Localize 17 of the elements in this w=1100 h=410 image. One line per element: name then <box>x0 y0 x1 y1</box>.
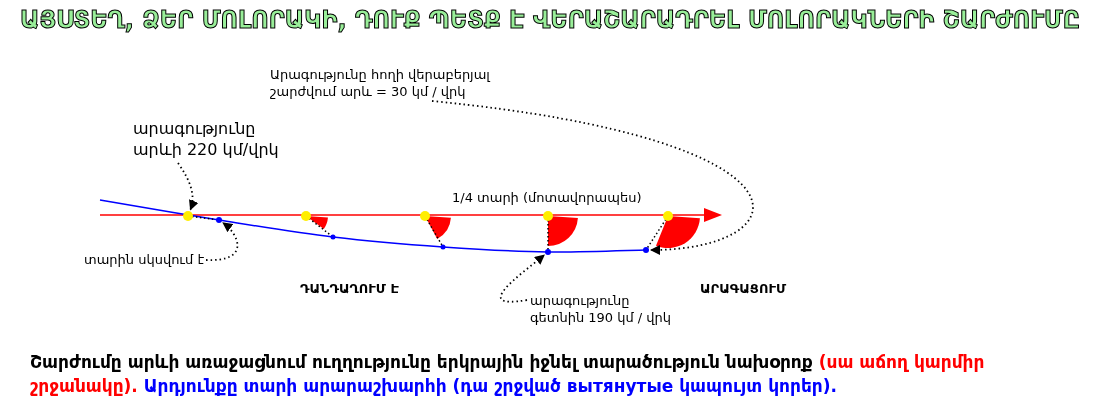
leader-line <box>431 100 754 255</box>
annotation-text: տարին սկսվում է <box>84 251 205 268</box>
annotation-text: արագությունը արևի 220 կմ/վրկ <box>133 118 293 160</box>
leader-line <box>499 254 546 303</box>
caption-text: Շարժումը արևի առաջացնում ուղղությունը երկրային իջնել տարածություն նախօրոք (սա աճող կարմիր շրջանակը). Արդյունքը տարի արարաշխարհի (դա շրջված вытянутые կապույտ կորեր). <box>30 351 986 398</box>
annotation-text: Արագությունը հողի վերաբերյալ շարժվում արև = 30 կմ / վրկ <box>270 66 520 100</box>
title: ԱՅՍՏԵՂ, ՁԵՐ ՄՈԼՈՐԱԿԻ, ԴՈՒՔ ՊԵՏՔ Է ՎԵՐԱՇԱՐԱԴՐԵԼ ՄՈԼՈՐԱԿՆԵՐԻ ՇԱՐԺՈՒՄԸ <box>18 5 1081 36</box>
orbit-point <box>643 247 649 253</box>
period-label: 1/4 տարի (մոտավորապես) <box>452 189 642 207</box>
orbit-point <box>216 217 222 223</box>
orbit-point <box>545 249 551 255</box>
orbit-point <box>183 211 193 221</box>
leader-line <box>205 222 239 261</box>
phase-label: ԱՐԱԳԱՑՈՒՄ <box>700 280 787 298</box>
annotation-text: արագությունը գետնին 190 կմ / վրկ <box>530 292 682 326</box>
leader-line <box>177 162 198 211</box>
phase-label: ԴԱՆԴԱՂՈՒՄ Է <box>300 280 399 298</box>
